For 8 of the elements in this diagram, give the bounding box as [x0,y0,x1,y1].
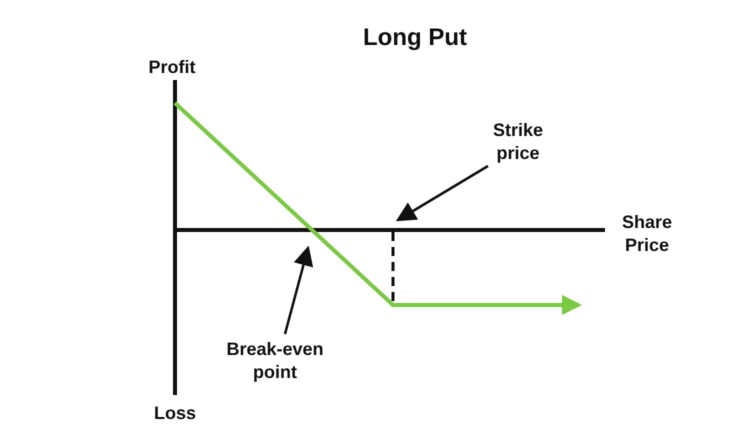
leader-arrow [284,246,314,334]
chart-title: Long Put [362,24,468,52]
axis-label: Loss [152,402,197,425]
annotation-label: Strike price [478,119,558,165]
leader-arrow [396,164,489,222]
axis-label: Share Price [620,211,674,257]
axis-label: Profit [148,56,196,79]
annotation-label: Break-even point [215,338,335,384]
